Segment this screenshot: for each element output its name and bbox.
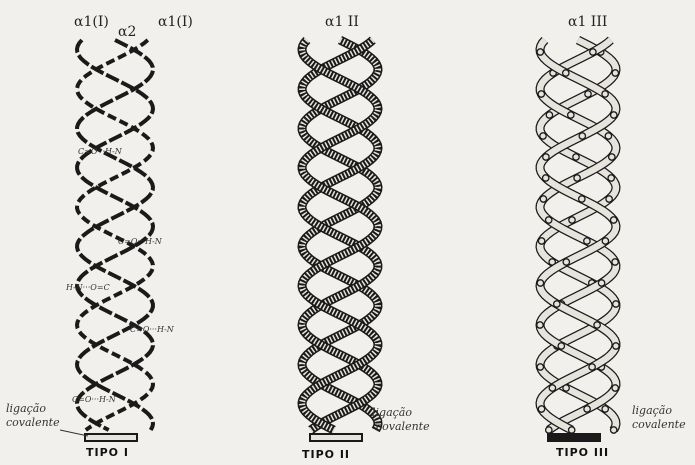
residue-bead: [563, 70, 569, 76]
side-label-line2: covalente: [632, 418, 686, 431]
residue-bead: [611, 427, 617, 433]
covalent-bond-bar: [310, 434, 362, 441]
residue-bead: [543, 175, 549, 181]
residue-bead: [594, 322, 600, 328]
residue-bead: [549, 385, 555, 391]
bond-label: C=O···H-N: [72, 395, 117, 404]
panel-tipo-iii: α1 III ligação covalente TIPO III: [537, 14, 686, 459]
residue-bead: [589, 364, 595, 370]
residue-bead: [537, 280, 543, 286]
panel-tipo-ii: α1 II ligação covalente TIPO II: [302, 14, 430, 461]
strand-label-a1-i-left: α1(I): [74, 14, 109, 30]
residue-bead: [540, 133, 546, 139]
residue-bead: [590, 49, 596, 55]
residue-bead: [546, 217, 552, 223]
residue-bead: [602, 238, 608, 244]
residue-bead: [613, 301, 619, 307]
residue-bead: [612, 259, 618, 265]
residue-bead: [537, 322, 543, 328]
residue-bead: [546, 112, 552, 118]
residue-bead: [579, 133, 585, 139]
polypeptide-strand: [77, 40, 153, 430]
bond-label: C=O···H-N: [118, 237, 163, 246]
side-label-line2: covalente: [376, 420, 430, 433]
residue-bead: [611, 112, 617, 118]
type-label-i: TIPO I: [86, 446, 129, 459]
residue-bead: [546, 427, 552, 433]
residue-bead: [558, 343, 564, 349]
residue-bead: [538, 406, 544, 412]
residue-bead: [602, 91, 608, 97]
residue-bead: [602, 406, 608, 412]
strand-label-a1-iii: α1 III: [568, 14, 607, 30]
residue-bead: [579, 196, 585, 202]
residue-bead: [569, 217, 575, 223]
type-label-iii: TIPO III: [556, 446, 609, 459]
residue-bead: [609, 154, 615, 160]
residue-bead: [584, 238, 590, 244]
pointer-line: [60, 430, 88, 436]
bond-label: H-N···O=C: [65, 283, 110, 292]
residue-bead: [585, 91, 591, 97]
strand-label-a1-i-right: α1(I): [158, 14, 193, 30]
residue-bead: [563, 259, 569, 265]
strand-label-a2: α2: [118, 24, 136, 40]
residue-bead: [613, 343, 619, 349]
bond-label: C=O···H-N: [130, 325, 175, 334]
type-label-ii: TIPO II: [302, 448, 350, 461]
polypeptide-strand: [77, 40, 153, 430]
residue-bead: [540, 196, 546, 202]
residue-bead: [608, 175, 614, 181]
residue-bead: [611, 217, 617, 223]
residue-bead: [612, 70, 618, 76]
covalent-bond-bar: [548, 434, 600, 441]
strand-label-a1-ii: α1 II: [325, 14, 359, 30]
residue-bead: [605, 133, 611, 139]
residue-bead: [569, 427, 575, 433]
side-label-line1: ligação: [372, 406, 412, 419]
bond-label: C=O···H-N: [78, 147, 123, 156]
polypeptide-strand: [77, 40, 153, 430]
panel-tipo-i: α1(I) α2 α1(I) C=O···H-N C=O···H-N H-N··…: [6, 14, 193, 459]
residue-bead: [574, 175, 580, 181]
side-label-line1: ligação: [632, 404, 672, 417]
residue-bead: [537, 364, 543, 370]
residue-bead: [543, 154, 549, 160]
triple-helix-ii: [302, 40, 378, 441]
residue-bead: [598, 280, 604, 286]
residue-bead: [538, 238, 544, 244]
residue-bead: [538, 91, 544, 97]
side-label-line2: covalente: [6, 416, 60, 429]
residue-bead: [568, 112, 574, 118]
residue-bead: [612, 385, 618, 391]
covalent-bond-bar: [85, 434, 137, 441]
side-label-line1: ligação: [6, 402, 46, 415]
residue-bead: [573, 154, 579, 160]
residue-bead: [584, 406, 590, 412]
residue-bead: [537, 49, 543, 55]
residue-bead: [606, 196, 612, 202]
residue-bead: [554, 301, 560, 307]
triple-helix-iii: [537, 40, 619, 441]
